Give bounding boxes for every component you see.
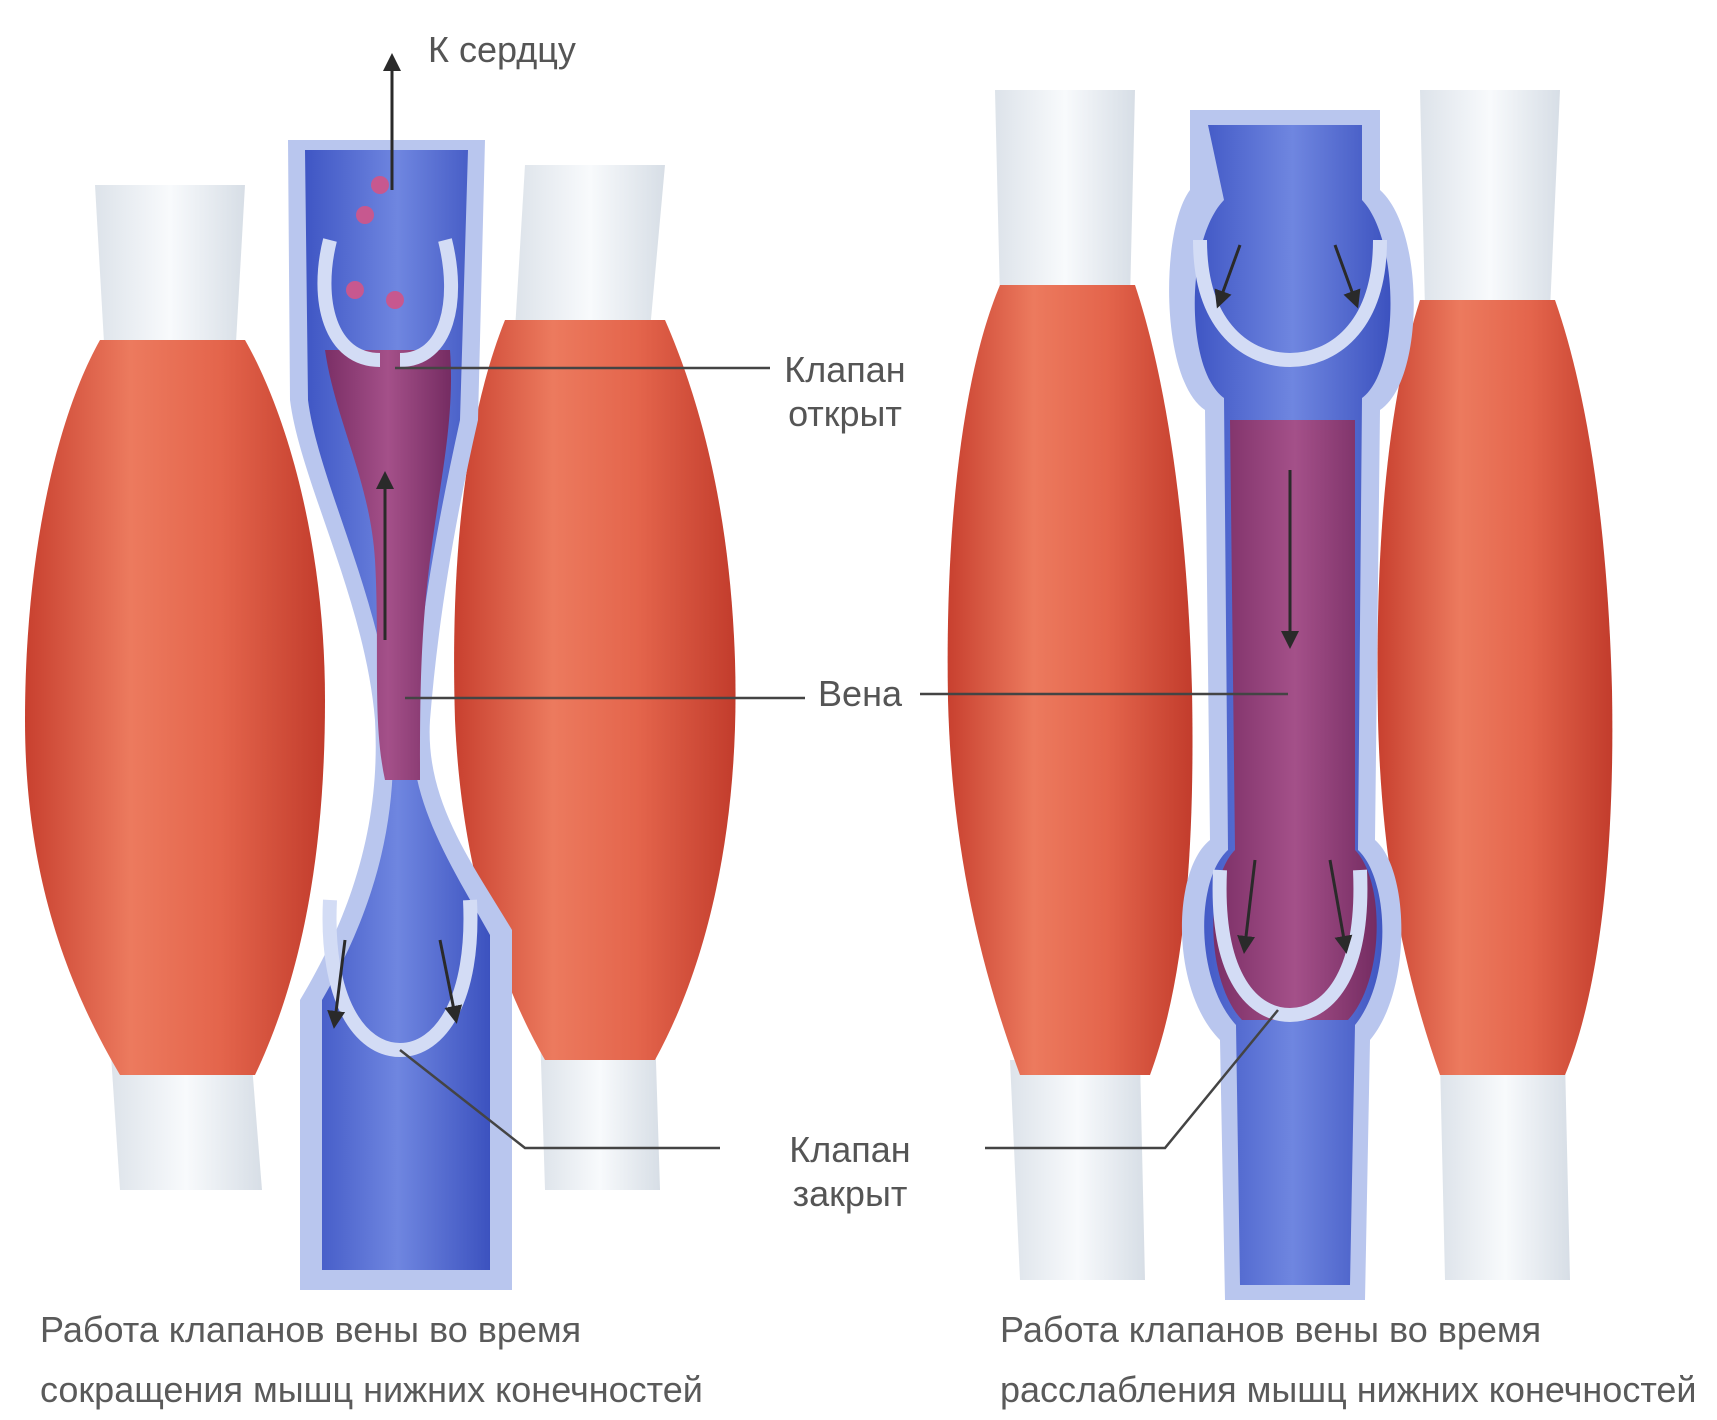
left-panel xyxy=(25,62,736,1290)
tendon-bottom xyxy=(1010,1060,1145,1280)
label-to-heart: К сердцу xyxy=(428,28,576,72)
label-valve-open-line2: открыт xyxy=(770,392,920,436)
label-valve-open-line1: Клапан xyxy=(770,348,920,392)
muscle-belly xyxy=(25,340,325,1075)
blood-cell xyxy=(386,291,404,309)
tendon-top xyxy=(95,185,245,360)
blood-cell xyxy=(346,281,364,299)
label-valve-closed: Клапан закрыт xyxy=(775,1128,925,1216)
tendon-top xyxy=(995,90,1135,300)
muscle-belly xyxy=(948,285,1193,1075)
tendon-bottom xyxy=(1440,1060,1570,1280)
caption-left-line2: сокращения мышц нижних конечностей xyxy=(40,1360,703,1420)
caption-right-line2: расслабления мышц нижних конечностей xyxy=(1000,1360,1697,1420)
caption-left-line1: Работа клапанов вены во время xyxy=(40,1300,703,1360)
blood-cell xyxy=(356,206,374,224)
label-valve-open: Клапан открыт xyxy=(770,348,920,436)
label-valve-closed-line1: Клапан xyxy=(775,1128,925,1172)
blood-cell xyxy=(371,176,389,194)
caption-right: Работа клапанов вены во время расслаблен… xyxy=(1000,1300,1697,1420)
caption-right-line1: Работа клапанов вены во время xyxy=(1000,1300,1697,1360)
left-muscle-a xyxy=(25,185,325,1190)
right-muscle-a xyxy=(948,90,1193,1280)
label-vein: Вена xyxy=(805,672,915,716)
muscle-belly xyxy=(1377,300,1612,1075)
tendon-top xyxy=(1420,90,1560,310)
right-vein xyxy=(1169,110,1414,1300)
right-muscle-b xyxy=(1377,90,1612,1280)
tendon-top xyxy=(515,165,665,330)
label-valve-closed-line2: закрыт xyxy=(775,1172,925,1216)
caption-left: Работа клапанов вены во время сокращения… xyxy=(40,1300,703,1420)
